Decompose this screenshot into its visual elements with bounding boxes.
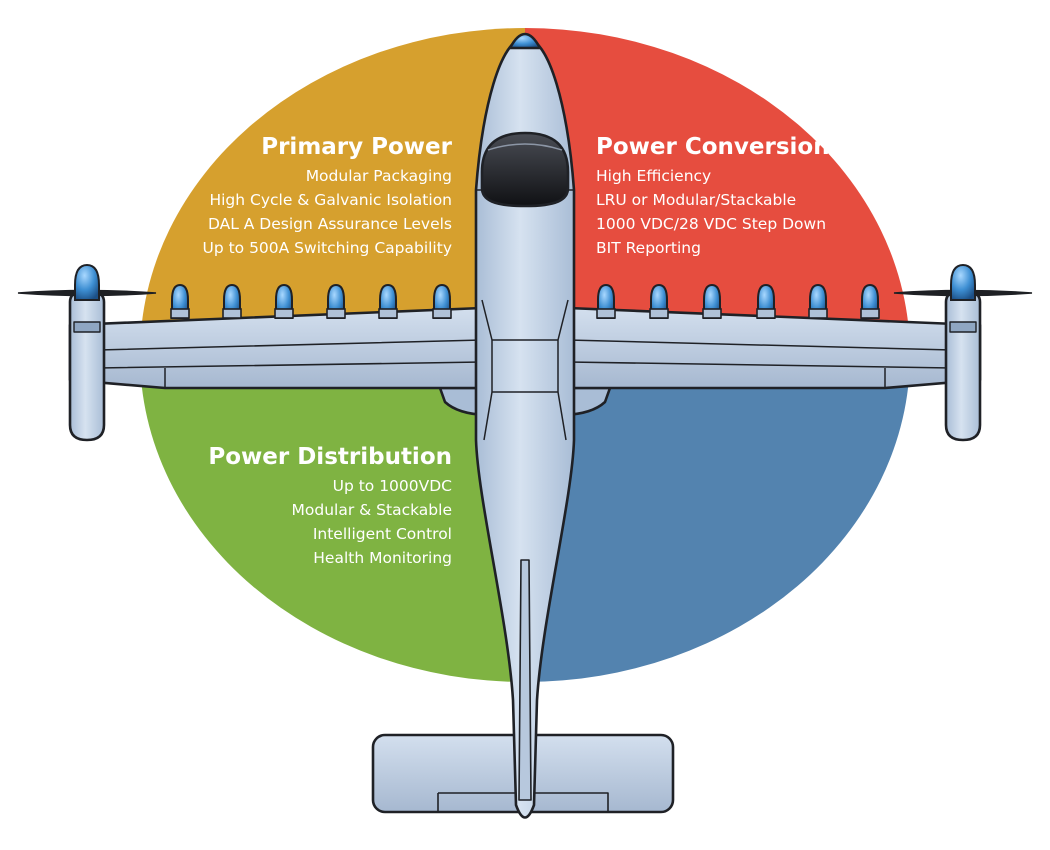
canopy-icon — [480, 131, 570, 208]
fuselage — [474, 36, 576, 819]
power-distribution-panel: Power Distribution Up to 1000VDC Modular… — [208, 444, 452, 567]
primary-power-title: Primary Power — [261, 134, 452, 160]
rotor-mount-left — [378, 308, 398, 319]
power-conversion-item: LRU or Modular/Stackable — [596, 191, 796, 209]
vertical-stabilizer — [518, 559, 532, 801]
rotor-mount-right — [649, 308, 669, 319]
rotor-mount-right — [596, 308, 616, 319]
primary-power-item: Modular Packaging — [306, 167, 452, 185]
power-distribution-title: Power Distribution — [208, 444, 452, 470]
power-distribution-item: Intelligent Control — [313, 525, 452, 543]
primary-power-item: High Cycle & Galvanic Isolation — [209, 191, 452, 209]
propeller-hub-left — [74, 263, 100, 301]
power-conversion-item: 1000 VDC/28 VDC Step Down — [596, 215, 826, 233]
propeller-icon — [17, 263, 1033, 301]
nacelle-detail-left — [73, 321, 101, 333]
power-conversion-title: Power Conversion — [596, 134, 830, 160]
power-distribution-item: Up to 1000VDC — [333, 477, 452, 495]
rotor-mount-left — [432, 308, 452, 319]
fuselage-panel-lines — [476, 189, 574, 441]
power-distribution-item: Health Monitoring — [313, 549, 452, 567]
nacelle-detail-right — [949, 321, 977, 333]
rotor-mount-left — [326, 308, 346, 319]
rotor-mount-right — [808, 308, 828, 319]
rotor-mount-left — [274, 308, 294, 319]
canopy-frame — [487, 143, 563, 151]
rotor-mount-left — [222, 308, 242, 319]
nacelle-left — [68, 290, 106, 442]
rotor-mount-right — [702, 308, 722, 319]
rotor-mount-right — [860, 308, 880, 319]
quadrant-power-conversion — [525, 28, 910, 355]
wing-flap-lines-left — [97, 339, 483, 388]
power-conversion-panel: Power Conversion High Efficiency LRU or … — [596, 134, 830, 257]
propeller-left — [17, 263, 157, 301]
power-conversion-item: High Efficiency — [596, 167, 711, 185]
propeller-hub-right — [950, 263, 976, 301]
primary-power-item: DAL A Design Assurance Levels — [208, 215, 452, 233]
wing-rotor-group — [170, 283, 880, 319]
primary-power-panel: Primary Power Modular Packaging High Cyc… — [202, 134, 452, 257]
wing-flap-lines-right — [567, 339, 953, 388]
primary-power-item: Up to 500A Switching Capability — [202, 239, 452, 257]
propeller-right — [893, 263, 1033, 301]
aircraft-icon — [68, 32, 982, 819]
nacelle-right — [944, 290, 982, 442]
power-conversion-item: BIT Reporting — [596, 239, 701, 257]
tail-elevator-line — [437, 792, 609, 812]
rotor-mount-left — [170, 308, 190, 319]
power-distribution-item: Modular & Stackable — [292, 501, 452, 519]
nose-cone — [508, 32, 542, 50]
rotor-mount-right — [756, 308, 776, 319]
